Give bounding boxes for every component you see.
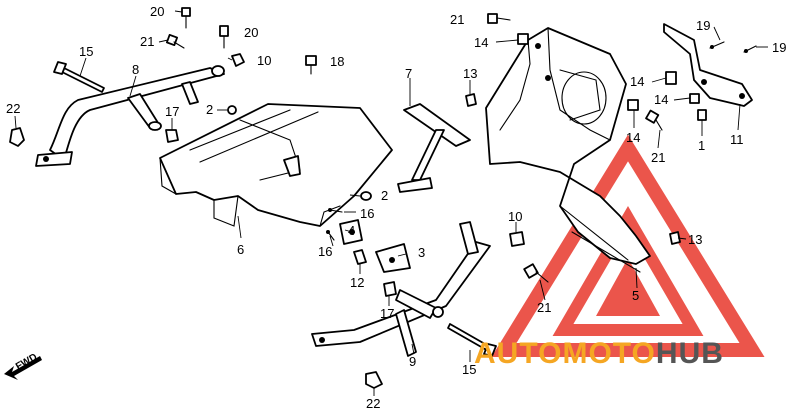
callout-11: 11 [730, 132, 744, 147]
callout-19: 19 [772, 40, 786, 55]
nut-18 [305, 55, 317, 75]
callout-3: 3 [418, 245, 425, 260]
callout-15: 15 [79, 44, 93, 59]
callout-labels: 20 21 20 15 10 18 8 22 17 2 21 14 7 13 1… [6, 4, 786, 411]
callout-14: 14 [474, 35, 488, 50]
callout-5: 5 [632, 288, 639, 303]
nut-12 [353, 249, 367, 265]
callout-16: 16 [318, 244, 332, 259]
part-9-bracket [311, 221, 491, 357]
callout-19: 19 [696, 18, 710, 33]
bolt-21-top-right [487, 13, 511, 24]
watermark-auto: AUTO [474, 337, 562, 370]
callout-22: 22 [6, 101, 20, 116]
part-7-bracket [397, 103, 471, 193]
bolt-16-upper [328, 208, 343, 213]
callout-21: 21 [140, 34, 154, 49]
grommet-14-d [627, 99, 639, 111]
callout-18: 18 [330, 54, 344, 69]
callout-13: 13 [688, 232, 702, 247]
bolt-19-b [743, 45, 757, 53]
callout-12: 12 [350, 275, 364, 290]
callout-15: 15 [462, 362, 476, 377]
part-6-cover [159, 103, 393, 227]
grommet-14-a [517, 33, 529, 45]
part-3-bracket [375, 243, 411, 273]
bolt-20-mid [219, 25, 229, 49]
fwd-arrow: FWD [4, 352, 42, 380]
callout-21: 21 [537, 300, 551, 315]
part-8-bracket [35, 65, 225, 167]
callout-2: 2 [381, 188, 388, 203]
leader-lines [14, 10, 768, 396]
bolt-21-lower [523, 263, 549, 283]
grommet-14-c [689, 93, 700, 104]
part-5-frame [485, 27, 651, 273]
callout-14: 14 [626, 130, 640, 145]
bolt-21-right [645, 109, 663, 131]
callout-8: 8 [132, 62, 139, 77]
callout-14: 14 [630, 74, 644, 89]
callout-10: 10 [257, 53, 271, 68]
grommet-14-b [665, 71, 677, 85]
callout-21: 21 [450, 12, 464, 27]
nut-10-lower [509, 231, 525, 247]
callout-2: 2 [206, 102, 213, 117]
nut-13-lower [669, 231, 681, 245]
watermark-triangle-core [596, 258, 660, 316]
svg-text:AUTOMOTOHUB: AUTOMOTOHUB [474, 337, 724, 370]
watermark-text: AUTOMOTOHUB [474, 337, 724, 370]
washer-2-upper [227, 105, 237, 115]
callout-4: 4 [348, 223, 355, 238]
washer-2-mid [360, 191, 372, 201]
fwd-label: FWD [14, 352, 39, 373]
callout-20: 20 [150, 4, 164, 19]
callout-14: 14 [654, 92, 668, 107]
callout-17: 17 [380, 306, 394, 321]
nut-17-upper [165, 129, 179, 143]
clip-22-lower [365, 371, 383, 389]
callout-6: 6 [237, 242, 244, 257]
nut-10-top [231, 53, 245, 67]
callout-13: 13 [463, 66, 477, 81]
callout-16: 16 [360, 206, 374, 221]
nut-13-upper [465, 93, 477, 107]
bolt-21-top-left [165, 33, 185, 49]
callout-22: 22 [366, 396, 380, 411]
callout-21: 21 [651, 150, 665, 165]
part-11-bracket [663, 23, 753, 107]
nut-17-lower [383, 281, 397, 297]
callout-9: 9 [409, 354, 416, 369]
bolt-16-lower [326, 230, 335, 241]
bolt-15-lower [447, 323, 497, 357]
watermark-logo [491, 134, 765, 357]
callout-7: 7 [405, 66, 412, 81]
callout-1: 1 [698, 138, 705, 153]
bolt-20-top [181, 7, 191, 29]
watermark-triangle-outer [491, 134, 765, 357]
pin-1 [697, 109, 707, 121]
watermark-triangle-inner [552, 206, 704, 336]
callout-10: 10 [508, 209, 522, 224]
clip-22-upper [9, 127, 25, 147]
callout-17: 17 [165, 104, 179, 119]
watermark-moto: MOTO [562, 337, 655, 370]
bolt-19-a [709, 41, 725, 49]
watermark-hub: HUB [656, 337, 724, 370]
bolt-15-upper [53, 61, 105, 93]
callout-20: 20 [244, 25, 258, 40]
